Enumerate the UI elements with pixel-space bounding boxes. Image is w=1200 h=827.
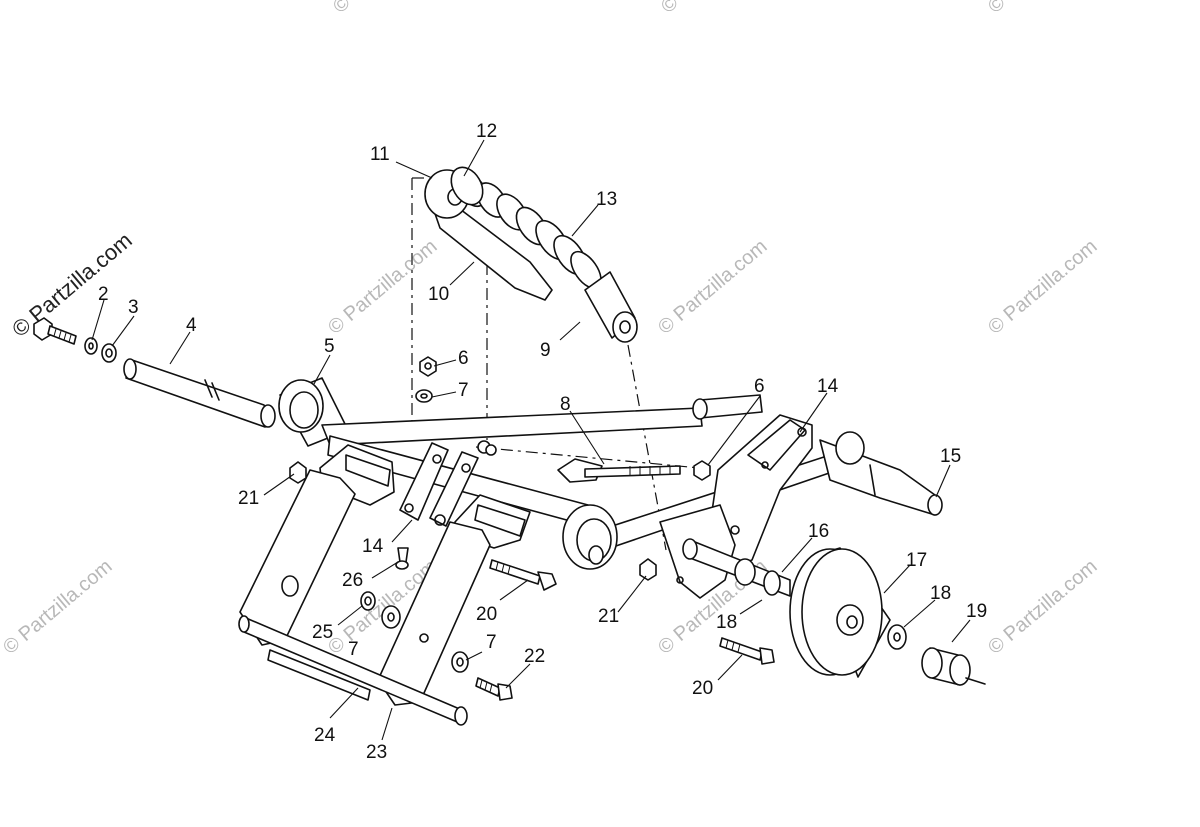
callout-6-top: 6 (458, 348, 469, 369)
watermark-text: © Partzilla.com (324, 235, 441, 338)
callout-21-left: 21 (238, 488, 259, 509)
callout-25: 25 (312, 622, 333, 643)
callout-15: 15 (940, 446, 961, 467)
idler-wheel (789, 547, 986, 686)
callout-22: 22 (524, 646, 545, 667)
callout-2: 2 (98, 284, 109, 305)
callout-4: 4 (186, 315, 197, 336)
shock-absorber (424, 166, 638, 343)
watermark-text: © Partzilla.com (657, 0, 774, 18)
callout-7-top: 7 (458, 380, 469, 401)
callout-9: 9 (540, 340, 551, 361)
watermark-main: © Partzilla.com (7, 227, 137, 341)
callout-5: 5 (324, 336, 335, 357)
leader-lines (91, 139, 971, 741)
callout-18-right: 18 (930, 583, 951, 604)
callout-14-right: 14 (817, 376, 839, 397)
watermark-text: © Partzilla.com (984, 235, 1101, 338)
lower-carrier-arms (238, 469, 491, 726)
callout-13: 13 (596, 189, 617, 210)
callout-7-mid: 7 (348, 639, 359, 660)
callout-16: 16 (808, 521, 829, 542)
callout-18-left: 18 (716, 612, 737, 633)
rear-bracket (659, 414, 813, 599)
cross-shaft (33, 317, 276, 428)
callout-10: 10 (428, 284, 449, 305)
callout-23: 23 (366, 742, 387, 763)
callout-12: 12 (476, 121, 497, 142)
callout-11: 11 (370, 144, 390, 165)
watermark-text: © Partzilla.com (654, 235, 771, 338)
watermark-text: © Partzilla.com (984, 555, 1101, 658)
fasteners (289, 356, 775, 701)
callout-7-low: 7 (486, 632, 497, 653)
callout-14-left: 14 (362, 536, 384, 557)
watermark-text: © Partzilla.com (329, 0, 446, 18)
assembly-center-lines (411, 177, 701, 551)
callout-20-right: 20 (692, 678, 713, 699)
callout-labels: 2 3 4 5 6 6 7 7 7 8 9 10 11 12 13 14 14 … (98, 121, 987, 763)
callout-19: 19 (966, 601, 987, 622)
callout-24: 24 (314, 725, 336, 746)
callout-21-right: 21 (598, 606, 619, 627)
watermark-text: © Partzilla.com (0, 555, 116, 658)
callout-20-left: 20 (476, 604, 497, 625)
callout-8: 8 (560, 394, 571, 415)
callout-26: 26 (342, 570, 363, 591)
callout-17: 17 (906, 550, 927, 571)
watermark-layer: © Partzilla.com © Partzilla.com © Partzi… (0, 0, 1101, 659)
callout-6-right: 6 (754, 376, 765, 397)
callout-3: 3 (128, 297, 139, 318)
watermark-text: © Partzilla.com (984, 0, 1101, 18)
